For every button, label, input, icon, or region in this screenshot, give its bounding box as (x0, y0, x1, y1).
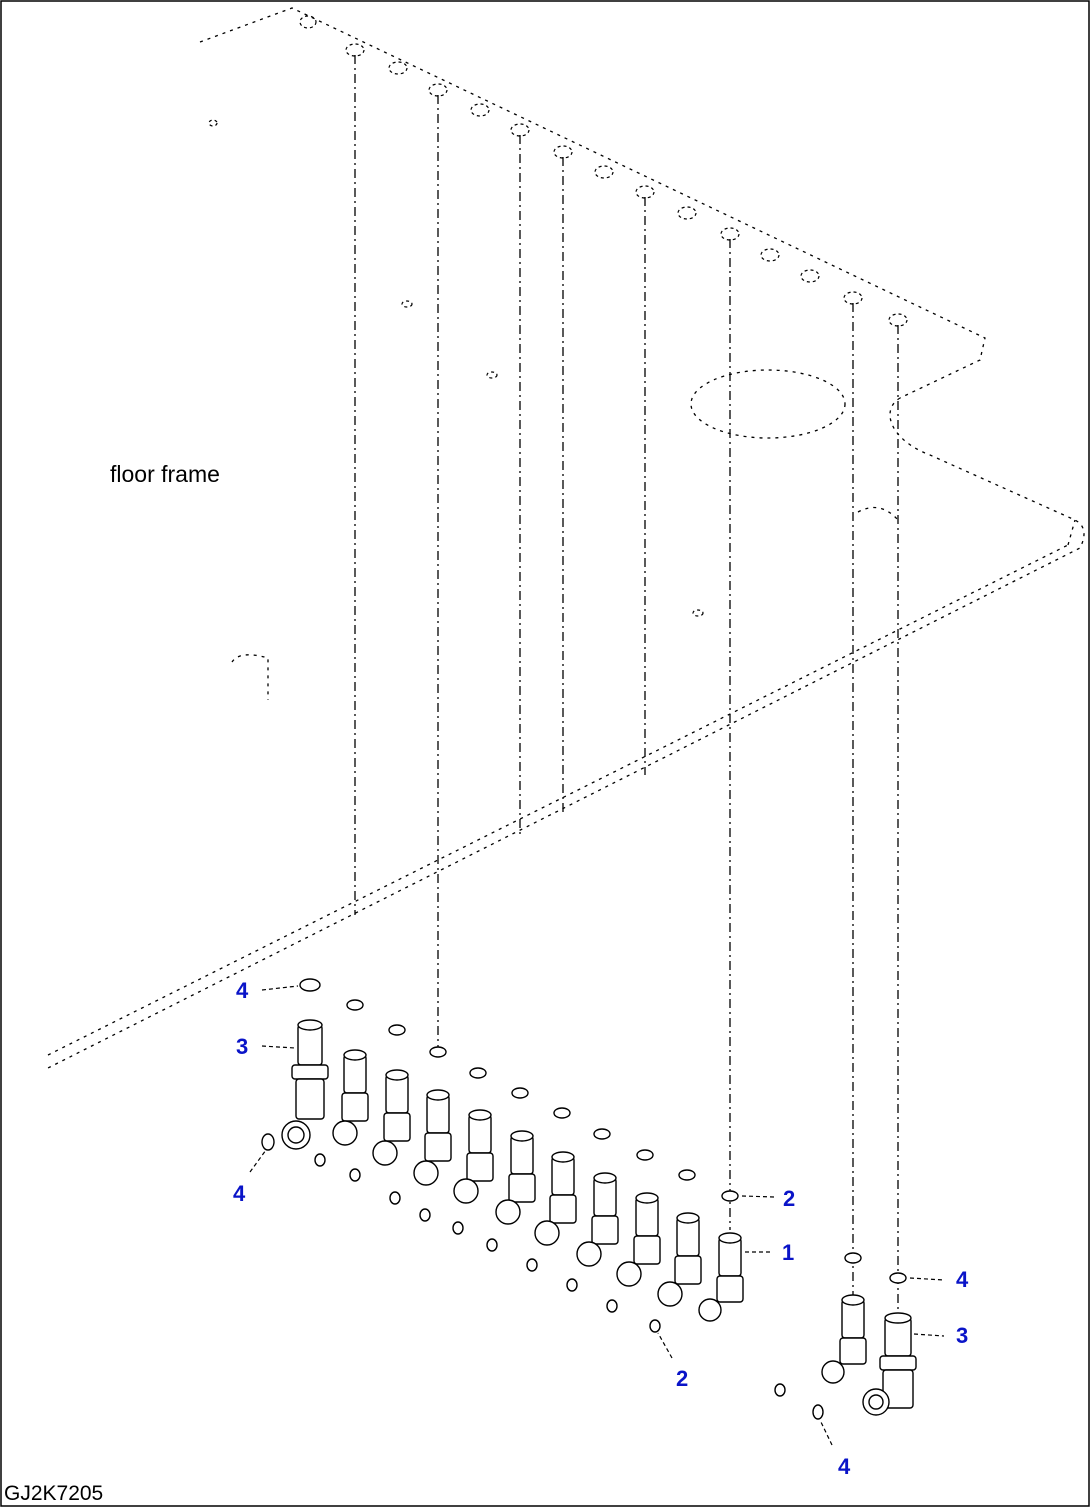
callout-3: 3 (236, 1034, 248, 1059)
o-rings-lower-row (261, 1133, 824, 1420)
drawing-code: GJ2K7205 (4, 1482, 103, 1505)
callout-4: 4 (956, 1267, 969, 1292)
elbow-fittings (281, 1019, 917, 1416)
alignment-lines (354, 55, 899, 1320)
callout-2: 2 (676, 1366, 688, 1391)
callout-2: 2 (783, 1186, 795, 1211)
callout-1: 1 (782, 1240, 794, 1265)
floor-frame-label: floor frame (110, 461, 220, 487)
leader-lines (249, 985, 945, 1446)
floor-frame-plate (47, 7, 1085, 1069)
callout-4: 4 (233, 1181, 246, 1206)
callout-3: 3 (956, 1323, 968, 1348)
washers-upper-row (299, 978, 907, 1284)
callout-4: 4 (838, 1454, 851, 1479)
frame-holes (208, 15, 908, 617)
callout-4: 4 (236, 978, 249, 1003)
